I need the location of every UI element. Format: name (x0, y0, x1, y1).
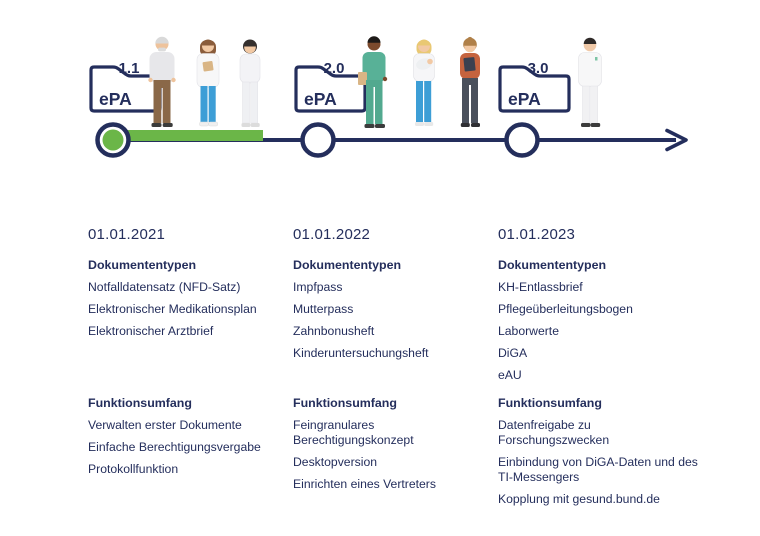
folder-epa-label: ePA (304, 89, 337, 109)
dokumententypen-heading: Dokumententypen (498, 258, 607, 272)
funktionsumfang-heading: Funktionsumfang (88, 396, 192, 410)
funktionsumfang-block: Funktionsumfang Datenfreigabe zu Forschu… (498, 396, 700, 514)
list-item: Elektronischer Medikationsplan (88, 302, 257, 316)
timeline-arrow-icon (665, 128, 688, 152)
milestone-marker-2 (300, 122, 336, 158)
folder-epa-label: ePA (508, 89, 541, 109)
dokumententypen-block: Dokumententypen Notfalldatensatz (NFD-Sa… (88, 258, 290, 346)
list-item: Elektronischer Arztbrief (88, 324, 214, 338)
milestone-date: 01.01.2023 (498, 226, 576, 243)
funktionsumfang-block: Funktionsumfang Verwalten erster Dokumen… (88, 396, 290, 484)
epa-folder-icon-2: 2.0 ePA (294, 60, 367, 113)
dokumententypen-list: Notfalldatensatz (NFD-Satz) Elektronische… (88, 280, 290, 339)
folder-version-label: 3.0 (528, 60, 549, 77)
milestone-marker-1 (95, 122, 131, 158)
list-item: Einrichten eines Vertreters (293, 477, 436, 491)
folder-epa-label: ePA (99, 89, 132, 109)
epa-folder-icon-1: 1.1 ePA (89, 60, 162, 113)
funktionsumfang-block: Funktionsumfang Feingranulares Berechtig… (293, 396, 495, 499)
list-item: Desktopversion (293, 455, 377, 469)
list-item: Protokollfunktion (88, 462, 179, 476)
folder-version-label: 1.1 (119, 60, 140, 77)
elderly-man-patient-illustration (148, 36, 176, 127)
list-item: Datenfreigabe zu Forschungszwecken (498, 418, 610, 447)
list-item: Einbindung von DiGA-Daten und des TI-Mes… (498, 455, 698, 484)
list-item: DiGA (498, 346, 528, 360)
milestone-active-dot (102, 129, 124, 151)
list-item: Impfpass (293, 280, 343, 294)
mother-with-baby-illustration (413, 39, 435, 126)
male-doctor-illustration (578, 37, 602, 127)
list-item: Notfalldatensatz (NFD-Satz) (88, 280, 241, 294)
male-nurse-in-scrubs-illustration (358, 36, 388, 128)
folder-version-label: 2.0 (324, 60, 345, 77)
list-item: Laborwerte (498, 324, 559, 338)
dokumententypen-heading: Dokumententypen (293, 258, 402, 272)
timeline-graphic: 1.1 ePA 2.0 ePA 3.0 ePA (89, 36, 688, 158)
funktionsumfang-heading: Funktionsumfang (498, 396, 602, 410)
list-item: Mutterpass (293, 302, 354, 316)
dokumententypen-heading: Dokumententypen (88, 258, 197, 272)
milestone-date: 01.01.2022 (293, 226, 371, 243)
milestone-marker-3 (504, 122, 540, 158)
milestone-date: 01.01.2021 (88, 226, 166, 243)
funktionsumfang-heading: Funktionsumfang (293, 396, 397, 410)
list-item: Zahnbonusheft (293, 324, 375, 338)
list-item: eAU (498, 368, 522, 382)
woman-with-folder-illustration (460, 36, 480, 127)
list-item: Feingranulares Berechtigungskonzept (293, 418, 414, 447)
list-item: KH-Entlassbrief (498, 280, 583, 294)
epa-folder-icon-3: 3.0 ePA (498, 60, 571, 113)
list-item: Einfache Berechtigungsvergabe (88, 440, 261, 454)
list-item: Verwalten erster Dokumente (88, 418, 242, 432)
list-item: Kopplung mit gesund.bund.de (498, 492, 660, 506)
list-item: Pflegeüberleitungsbogen (498, 302, 633, 316)
female-doctor-with-clipboard-illustration (196, 39, 220, 127)
timeline-progress-bar (127, 130, 263, 141)
nurse-in-white-illustration (239, 39, 261, 127)
list-item: Kinderuntersuchungsheft (293, 346, 429, 360)
